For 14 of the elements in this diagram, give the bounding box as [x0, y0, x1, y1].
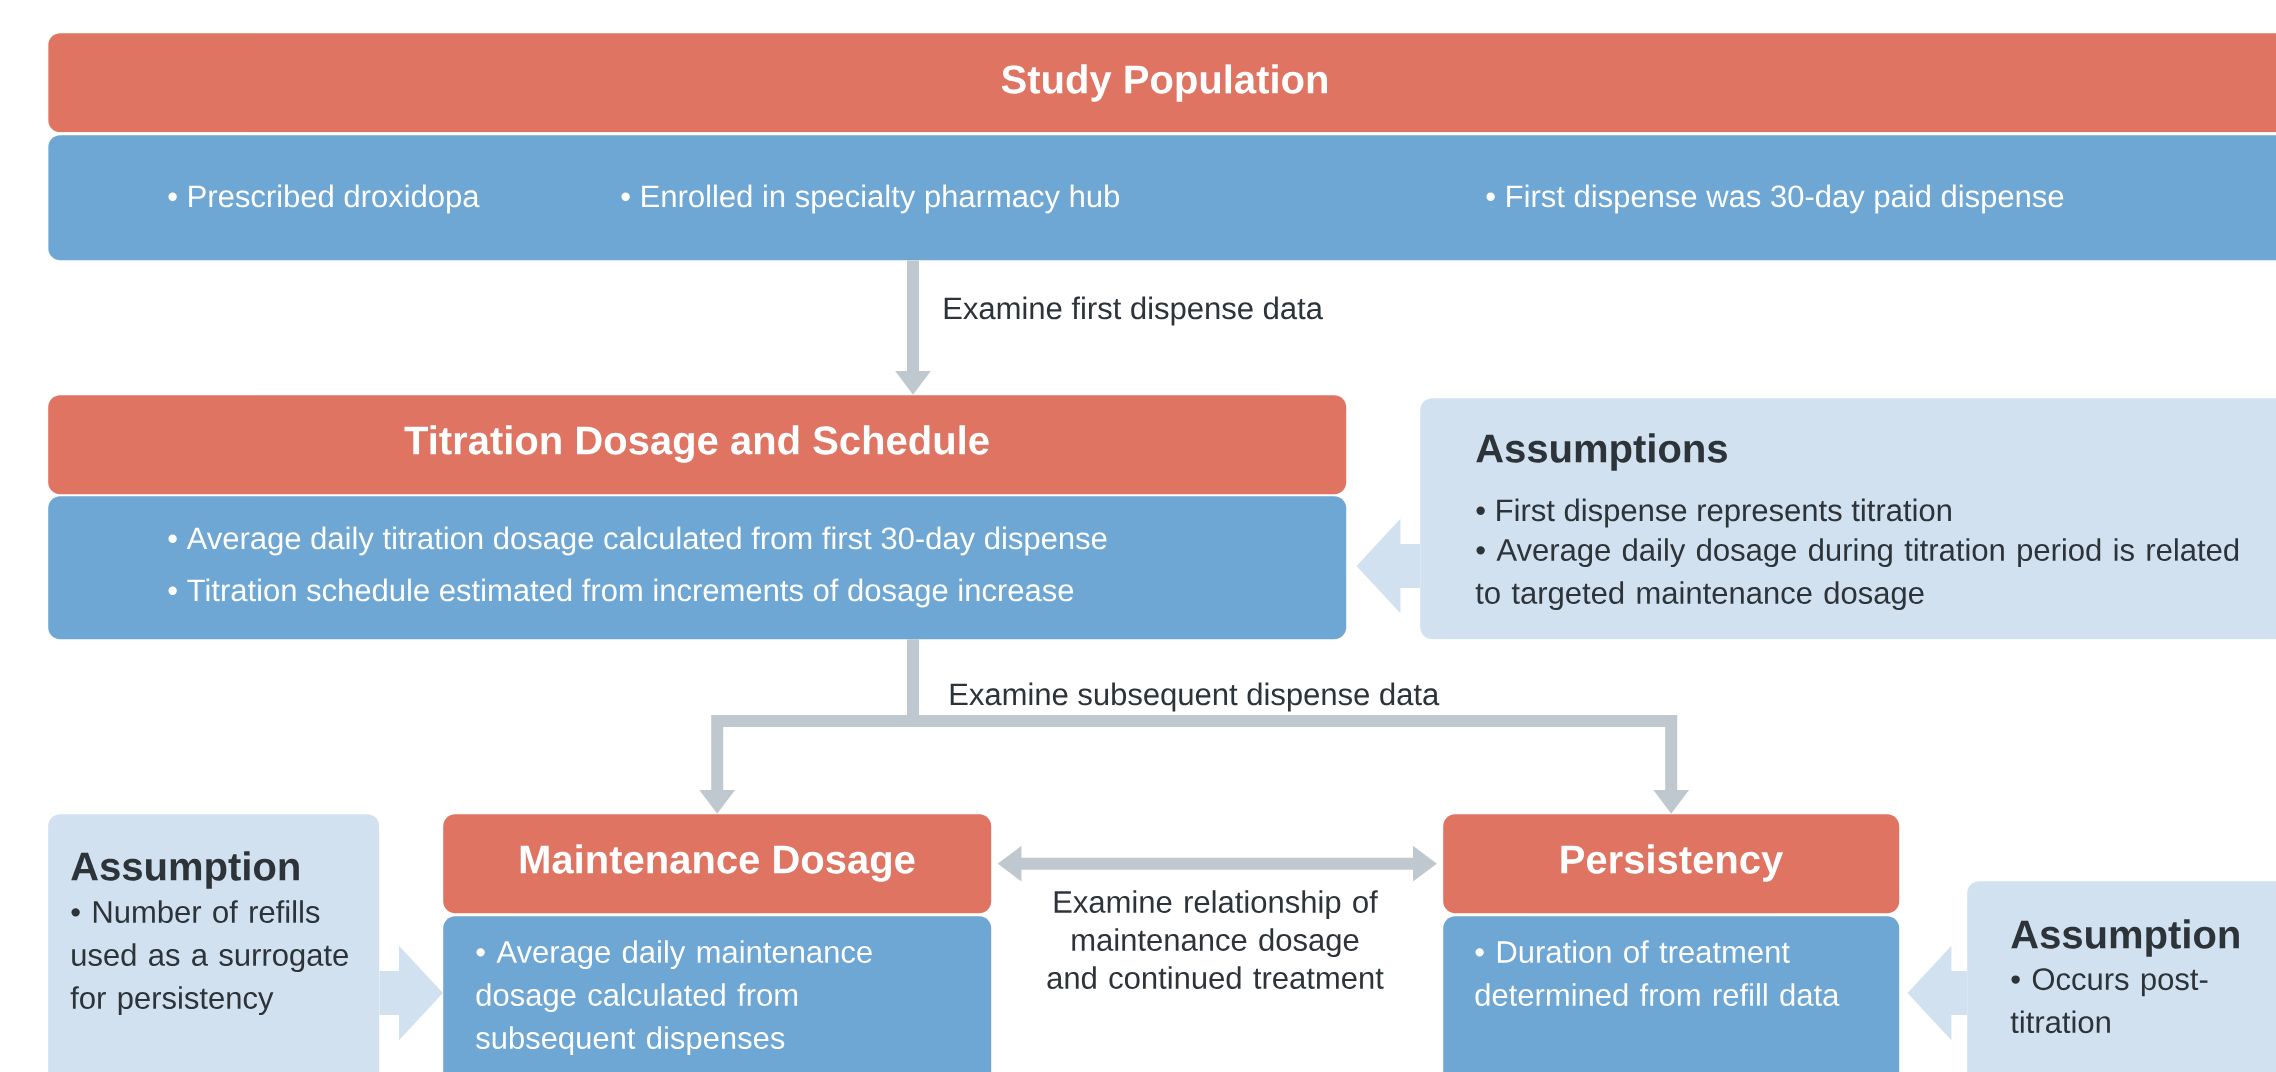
process-box: • Average daily titration dosage calculated from first 30-day dispense • Titration schedule estimated from increments of dosage increase [48, 496, 1347, 640]
criteria-box: • Prescribed droxidopa • Enrolled in specialty pharmacy hub • First dispense was 30-day paid dispense [48, 135, 2276, 261]
header-band: Study Population [48, 33, 2276, 133]
edge-label: Examine subsequent dispense data [946, 680, 1442, 714]
edge-label: Examine relationship of maintenance dosage and continued treatment [1043, 888, 1387, 991]
header-band: Titration Dosage and Schedule [48, 395, 1347, 495]
assumption-box: Assumption • Occurs post-titration [1967, 881, 2276, 1072]
header-band: Maintenance Dosage [443, 814, 992, 914]
assumption-box: Assumptions • First dispense represents titration • Average daily dosage during titration period is related to targeted maintenance dosage [1420, 398, 2276, 640]
process-box: • Average daily maintenance dosage calculated from subsequent dispenses [443, 916, 992, 1072]
process-box: • Duration of treatment determined from refill data [1443, 916, 1900, 1072]
assumption-box: Assumption • Number of refills used as a surrogate for persistency [48, 814, 380, 1072]
edge-label: Examine first dispense data [940, 294, 1326, 328]
header-band: Persistency [1443, 814, 1900, 914]
